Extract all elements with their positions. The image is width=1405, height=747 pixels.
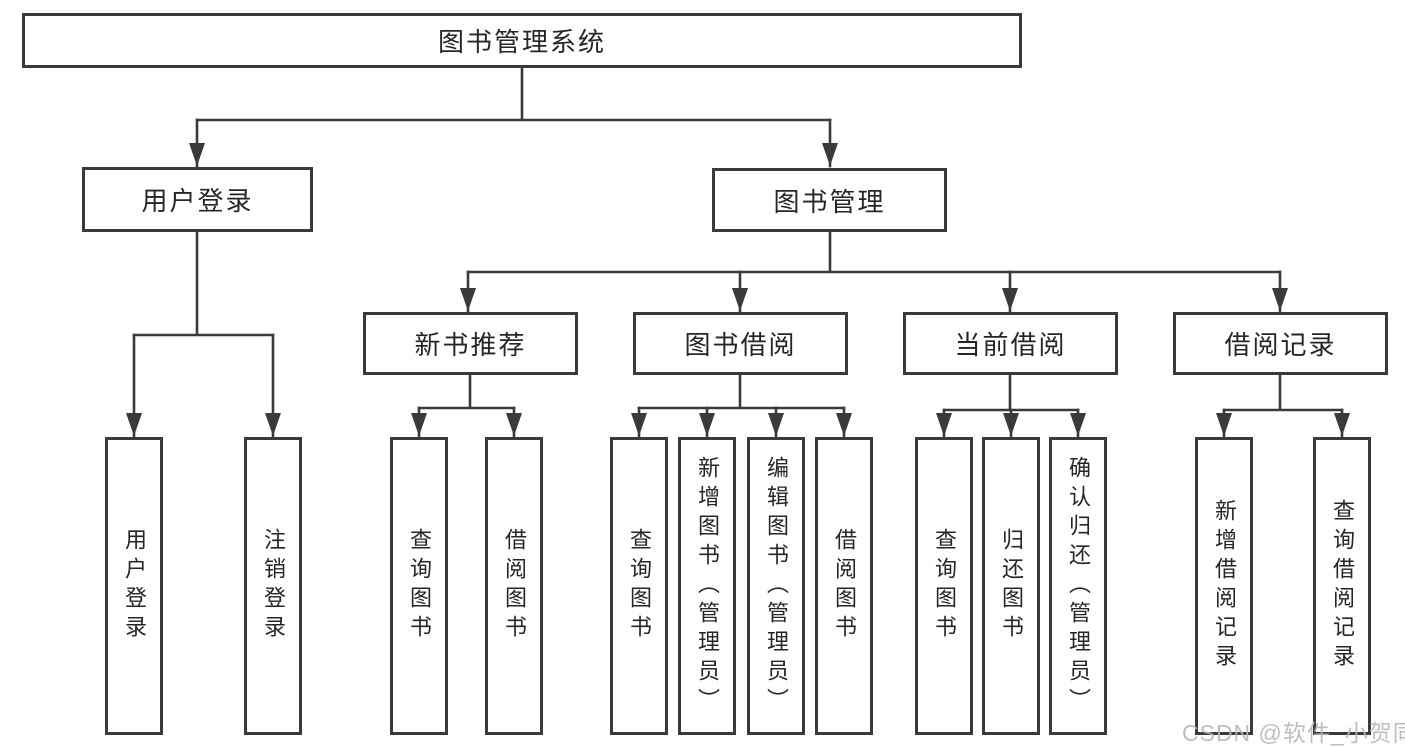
leaf-borrow-books-borrowing: 借阅图书 (815, 437, 873, 735)
leaf-query-books-current: 查询图书 (915, 437, 973, 735)
edge-book-management-children (460, 230, 1288, 313)
leaf-user-login: 用户登录 (105, 437, 163, 735)
node-book-borrowing: 图书借阅 (633, 312, 848, 375)
node-root: 图书管理系统 (22, 13, 1022, 68)
edge-book-borrowing-children (631, 373, 852, 438)
node-current-borrowing: 当前借阅 (903, 312, 1118, 375)
node-borrowing-records: 借阅记录 (1173, 312, 1388, 375)
edge-new-book-recommend-children (411, 373, 522, 438)
leaf-add-borrow-record: 新增借阅记录 (1195, 437, 1253, 735)
edge-current-borrowing-children (936, 373, 1086, 438)
node-book-management: 图书管理 (712, 168, 947, 232)
leaf-query-books-newbooks: 查询图书 (390, 437, 448, 735)
edge-user-login-children (126, 230, 281, 438)
leaf-add-books-admin: 新增图书（管理员） (678, 437, 736, 735)
leaf-query-borrow-record: 查询借阅记录 (1313, 437, 1371, 735)
leaf-edit-books-admin: 编辑图书（管理员） (747, 437, 805, 735)
leaf-logout-login: 注销登录 (244, 437, 302, 735)
node-user-login: 用户登录 (82, 167, 313, 232)
leaf-borrow-books-newbooks: 借阅图书 (485, 437, 543, 735)
leaf-query-books-borrowing: 查询图书 (610, 437, 668, 735)
watermark: CSDN @软件_小贺同学 (1182, 720, 1405, 746)
node-new-book-recommend: 新书推荐 (363, 312, 578, 375)
edge-borrowing-records-children (1216, 373, 1350, 438)
edge-root-to-level2 (189, 66, 838, 168)
leaf-confirm-return-admin: 确认归还（管理员） (1049, 437, 1107, 735)
leaf-return-books: 归还图书 (982, 437, 1040, 735)
